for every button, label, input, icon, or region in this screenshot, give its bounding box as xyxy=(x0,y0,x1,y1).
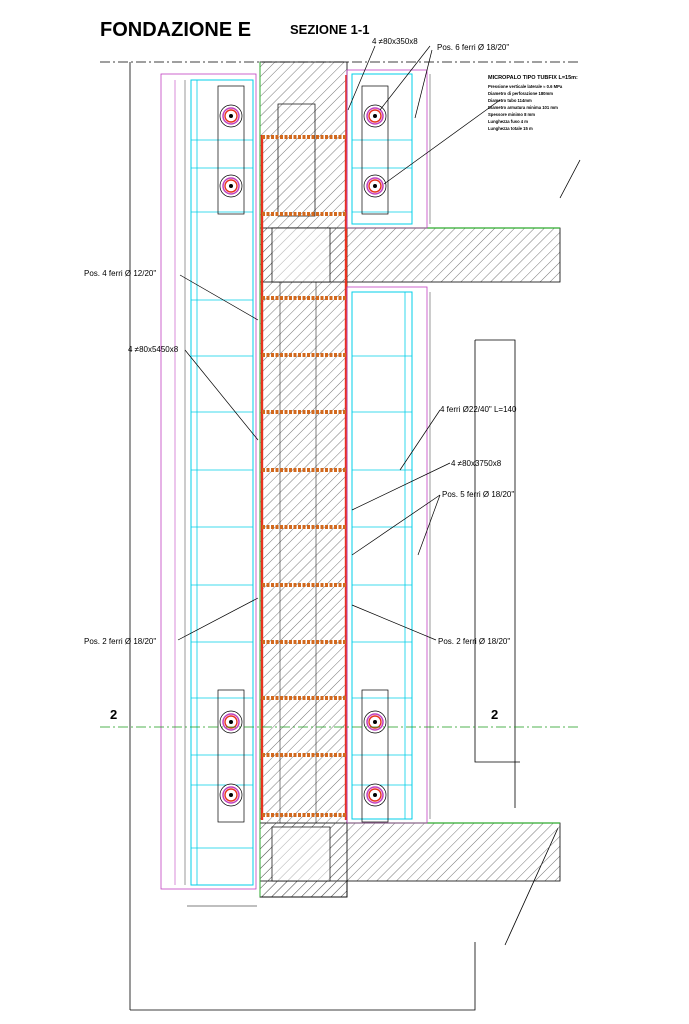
label-pos5: Pos. 5 ferri Ø 18/20" xyxy=(442,490,514,499)
note-line: Diametro armatura minima 101 mm xyxy=(488,105,558,110)
stud-group xyxy=(262,135,346,817)
right-mid-stirrups xyxy=(352,355,412,786)
leader-lines xyxy=(177,45,501,641)
wall-opening-mid xyxy=(271,227,331,283)
note-line: Spessore minimo 8 mm xyxy=(488,112,535,117)
left-beam-cage xyxy=(190,79,254,886)
excavation-bottom xyxy=(130,942,476,1011)
central-wall xyxy=(259,61,348,898)
right-upper-stirrups xyxy=(352,139,412,213)
right-upper-beam-outline xyxy=(346,69,428,229)
right-upper-beam-cage xyxy=(351,73,413,225)
wall-opening-bottom xyxy=(271,826,331,882)
micropile-plates xyxy=(217,85,389,823)
left-beam-stirrups xyxy=(191,139,253,849)
excavation-outline xyxy=(475,339,516,808)
label-plate-top: 4 ≠80x350x8 xyxy=(372,37,418,46)
label-pos2-right: Pos. 2 ferri Ø 18/20" xyxy=(438,637,510,646)
excavation-outline-lower xyxy=(474,340,520,763)
label-bars-140: 4 ferri Ø22/40" L=140 xyxy=(440,405,517,414)
section-mark-left: 2 xyxy=(110,707,117,722)
section-mark-right: 2 xyxy=(491,707,498,722)
left-beam-outline xyxy=(160,73,257,890)
drawing-title: FONDAZIONE E xyxy=(100,19,251,41)
label-plate-right: 4 ≠80x3750x8 xyxy=(451,459,502,468)
label-pos6: Pos. 6 ferri Ø 18/20" xyxy=(437,43,509,52)
note-line: Diametro di perforazione 180mm xyxy=(488,91,553,96)
note-line: MICROPALO TIPO TUBFIX L=15m: xyxy=(488,75,578,81)
micropile-circle-icon xyxy=(219,104,387,807)
micropile-notes: MICROPALO TIPO TUBFIX L=15m: Pressione v… xyxy=(488,75,578,131)
right-mid-beam-outline xyxy=(346,286,428,824)
label-pos4: Pos. 4 ferri Ø 12/20" xyxy=(84,269,156,278)
drawing-subtitle: SEZIONE 1-1 xyxy=(290,22,369,37)
note-line: Lunghezza totale 15 m xyxy=(488,126,533,131)
ground-slope-upper xyxy=(559,159,581,199)
note-line: Lunghezza fuso 4 m xyxy=(488,119,528,124)
label-pos2-left: Pos. 2 ferri Ø 18/20" xyxy=(84,637,156,646)
right-mid-beam-cage xyxy=(351,291,413,820)
note-line: Diametro tubo 114mm xyxy=(488,98,532,103)
label-plate-left: 4 ≠80x5450x8 xyxy=(128,345,179,354)
note-line: Pressione verticale laterale ≈ 0.6 MPa xyxy=(488,84,563,89)
